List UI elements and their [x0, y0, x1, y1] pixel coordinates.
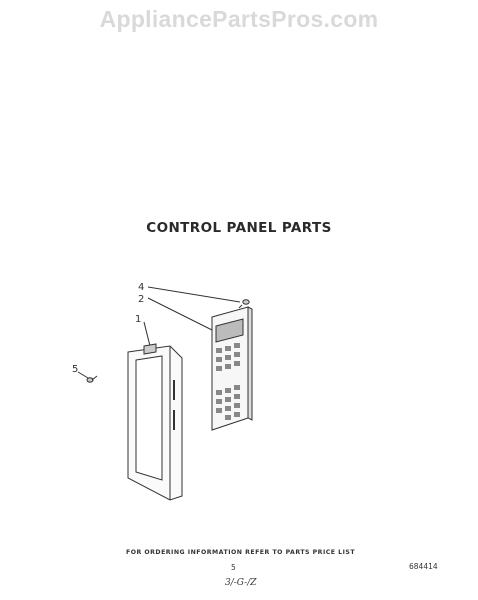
callout-2: 2	[138, 294, 144, 305]
leader-line-5	[77, 371, 89, 379]
diagram-number: 684414	[409, 562, 438, 571]
callout-4: 4	[138, 282, 144, 293]
leader-line-1	[143, 321, 151, 347]
page-number: 5	[231, 563, 236, 572]
watermark-text: AppliancePartsPros.com	[99, 6, 379, 32]
leader-line-4	[147, 286, 241, 303]
control-panel-overlay-part-2	[211, 306, 253, 431]
handwritten-note: 3/-G-/Z	[225, 578, 257, 588]
panel-frame-part-1	[127, 343, 183, 501]
screw-part-4	[238, 299, 250, 309]
callout-1: 1	[135, 314, 141, 325]
diagram-title: CONTROL PANEL PARTS	[146, 220, 332, 236]
keypad-keys	[216, 343, 240, 420]
ordering-information-note: FOR ORDERING INFORMATION REFER TO PARTS …	[126, 549, 356, 556]
leader-line-2	[147, 297, 213, 331]
callout-5: 5	[72, 364, 78, 375]
screw-part-5	[86, 375, 98, 383]
